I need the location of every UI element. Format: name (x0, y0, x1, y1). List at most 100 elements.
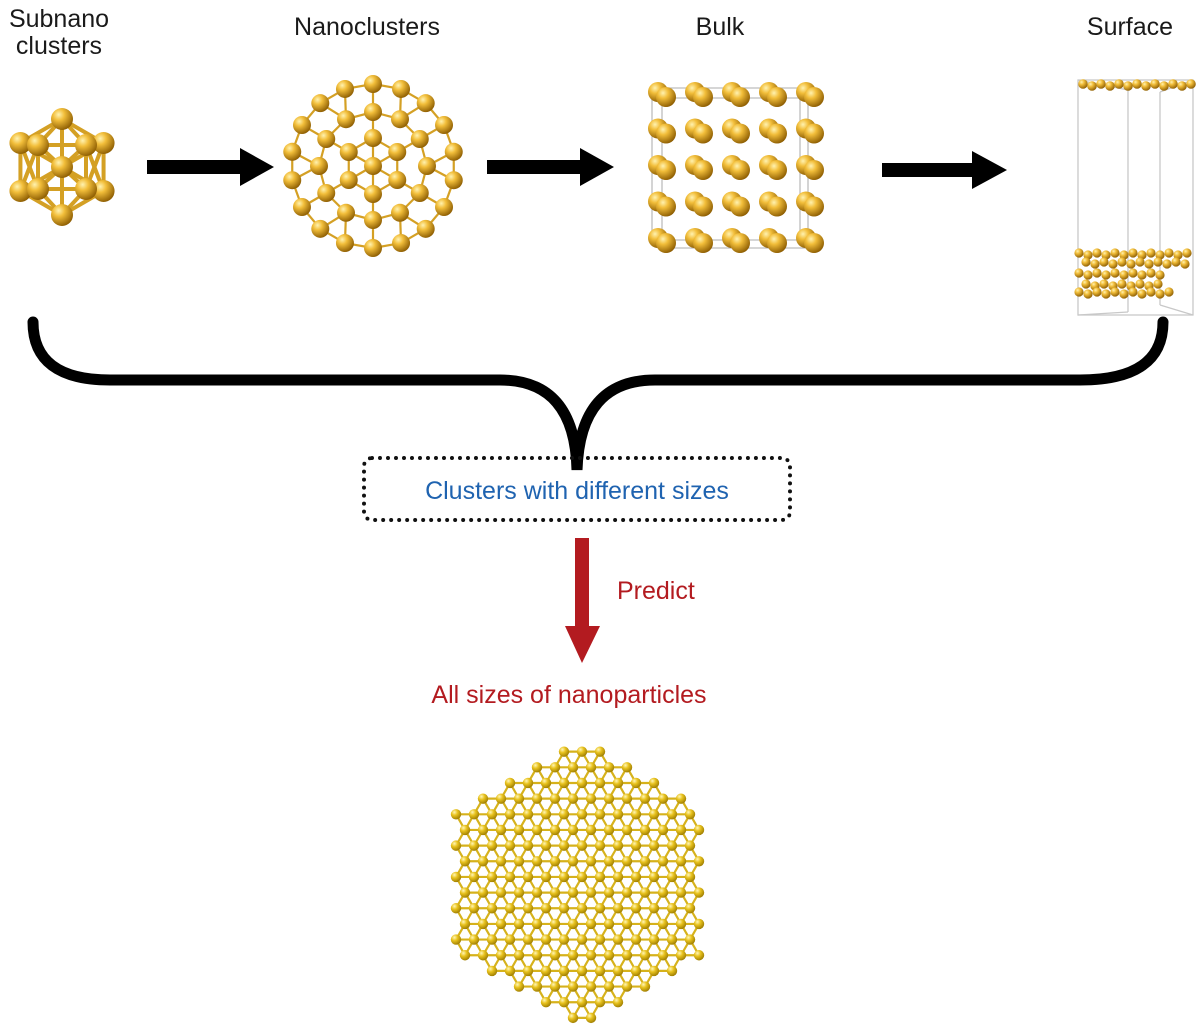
atom (1146, 287, 1156, 297)
atom (603, 793, 615, 804)
atom (648, 934, 660, 945)
atom (630, 777, 642, 789)
atom (1074, 268, 1084, 278)
right-arrow-icon (882, 151, 1007, 189)
atom (657, 887, 669, 898)
atom (621, 950, 633, 961)
atom (576, 840, 588, 851)
atom (558, 840, 570, 851)
atom (730, 196, 750, 217)
atom (1110, 248, 1120, 258)
atom (531, 950, 543, 961)
atom (594, 871, 606, 883)
atom (486, 809, 498, 820)
atom (549, 887, 561, 898)
atom (767, 123, 787, 144)
atom (594, 746, 606, 757)
atom (666, 840, 678, 851)
atom (585, 1012, 597, 1024)
atom (1128, 248, 1138, 258)
atom (339, 143, 358, 161)
atom (693, 233, 713, 253)
atom (1155, 250, 1165, 260)
atom (1153, 279, 1163, 289)
atom (549, 918, 561, 930)
atom (450, 840, 462, 851)
atom (450, 871, 462, 883)
atom (392, 79, 411, 98)
atom (317, 130, 336, 148)
atom (804, 160, 824, 180)
atom (656, 160, 676, 180)
atom (621, 981, 633, 992)
atom (612, 871, 624, 883)
atom (804, 123, 824, 144)
atom (558, 777, 570, 789)
atom (92, 180, 115, 202)
nanocluster-image (283, 75, 463, 257)
clusters-box-label: Clusters with different sizes (425, 477, 729, 505)
atom (504, 934, 516, 945)
atom (558, 871, 570, 883)
down-arrow-icon (565, 538, 600, 663)
atom (513, 856, 525, 867)
atom (576, 965, 588, 977)
atom (1132, 79, 1142, 89)
atom (1182, 248, 1192, 258)
atom (693, 887, 705, 898)
atom (576, 871, 588, 883)
atom (531, 793, 543, 804)
atom (504, 903, 516, 914)
atom (603, 981, 615, 992)
atom (1135, 257, 1145, 267)
atom (594, 777, 606, 789)
atom (639, 981, 651, 992)
atom (522, 903, 534, 914)
atom (27, 178, 49, 200)
atom (531, 981, 543, 992)
atom (603, 918, 615, 930)
atom (666, 965, 678, 977)
atom (1101, 270, 1111, 280)
atom (450, 903, 462, 914)
atom (567, 824, 579, 836)
atom (337, 203, 355, 222)
atom (1144, 259, 1154, 269)
atom (630, 965, 642, 977)
atom (495, 950, 507, 961)
atom (540, 934, 552, 945)
atom (549, 762, 561, 773)
atom (1092, 248, 1102, 258)
atom (558, 934, 570, 945)
atom (1128, 287, 1138, 297)
atom (666, 903, 678, 914)
atom (1117, 279, 1127, 289)
subnano-cluster-image (9, 108, 115, 226)
atom (1083, 250, 1093, 260)
atom (477, 824, 489, 836)
atom (1119, 250, 1129, 260)
atom (1137, 270, 1147, 280)
atom (693, 824, 705, 836)
atom (310, 157, 328, 175)
atom (1141, 81, 1151, 91)
atom (1164, 287, 1174, 297)
atom (504, 840, 516, 851)
atom (639, 824, 651, 836)
atom (1101, 289, 1111, 299)
atom (1119, 289, 1129, 299)
atom (522, 809, 534, 820)
atom (504, 965, 516, 977)
stage-label-nanoclusters: Nanoclusters (294, 13, 440, 41)
atom (675, 887, 687, 898)
atom (459, 918, 471, 930)
right-arrow-icon (147, 148, 274, 186)
atom (522, 777, 534, 789)
atom (612, 965, 624, 977)
atom (612, 809, 624, 820)
atom (335, 234, 354, 253)
atom (540, 809, 552, 820)
atom (693, 123, 713, 144)
atom (621, 824, 633, 836)
atom (576, 903, 588, 914)
